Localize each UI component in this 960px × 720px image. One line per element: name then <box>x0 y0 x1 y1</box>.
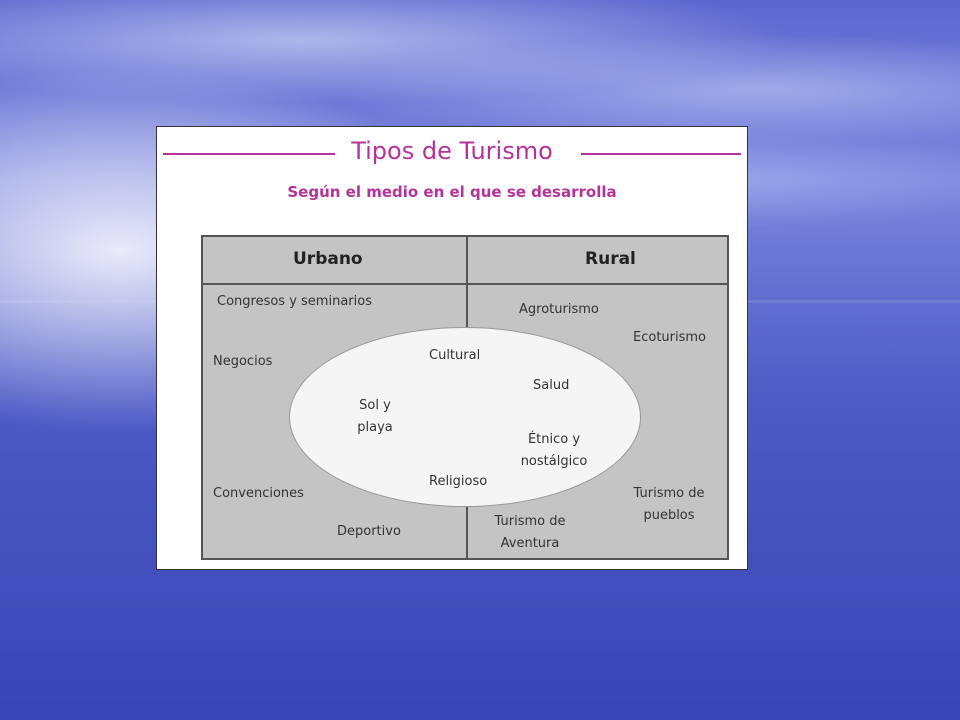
item-sol-y-playa: Sol y playa <box>335 395 415 439</box>
item-convenciones: Convenciones <box>213 486 304 501</box>
item-ecoturismo: Ecoturismo <box>633 330 706 345</box>
column-header-rural: Rural <box>585 249 636 269</box>
item-congresos: Congresos y seminarios <box>217 294 372 309</box>
title-rule-left <box>163 153 335 155</box>
column-header-urbano: Urbano <box>293 249 363 269</box>
item-turismo-pueblos: Turismo de pueblos <box>619 483 719 527</box>
title-rule-right <box>581 153 741 155</box>
item-turismo-pueblos-line2: pueblos <box>643 508 695 523</box>
diagram-subtitle: Según el medio en el que se desarrolla <box>287 183 617 201</box>
item-etnico-line2: nostálgico <box>520 454 588 469</box>
item-sol-line1: Sol y <box>359 398 391 413</box>
item-turismo-pueblos-line1: Turismo de <box>633 486 705 501</box>
item-etnico-nostalgico: Étnico y nostálgico <box>499 429 609 473</box>
item-turismo-aventura: Turismo de Aventura <box>475 511 585 555</box>
item-salud: Salud <box>533 378 570 393</box>
diagram-title: Tipos de Turismo <box>351 137 553 165</box>
item-deportivo: Deportivo <box>337 524 401 539</box>
item-cultural: Cultural <box>429 348 481 363</box>
item-sol-line2: playa <box>357 420 393 435</box>
item-agroturismo: Agroturismo <box>519 302 599 317</box>
tourism-table: Urbano Rural Congresos y seminarios Nego… <box>201 235 729 560</box>
item-etnico-line1: Étnico y <box>527 432 581 447</box>
item-turismo-aventura-line2: Aventura <box>500 536 560 551</box>
item-religioso: Religioso <box>429 474 488 489</box>
item-turismo-aventura-line1: Turismo de <box>494 514 566 529</box>
table-header-row <box>203 237 727 285</box>
shared-types-ellipse <box>289 327 641 507</box>
item-negocios: Negocios <box>213 354 273 369</box>
diagram-panel: Tipos de Turismo Según el medio en el qu… <box>156 126 748 570</box>
